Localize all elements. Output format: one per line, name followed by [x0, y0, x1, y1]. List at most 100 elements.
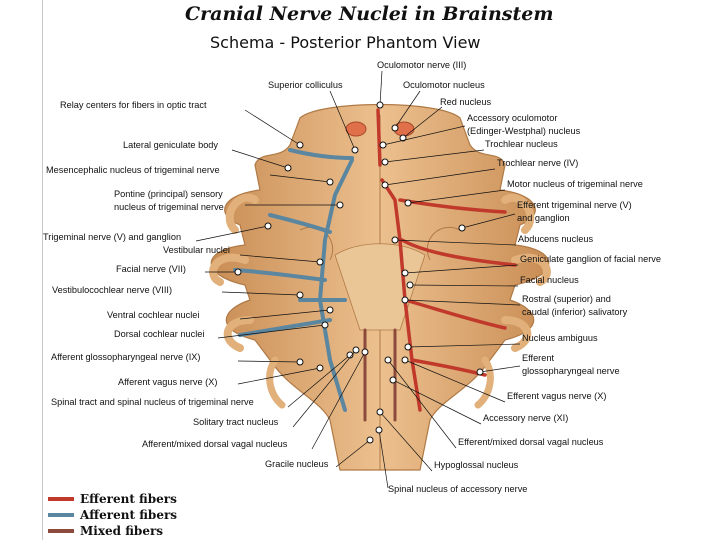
leader-dot [404, 199, 412, 207]
legend-label-mixed: Mixed fibers [80, 524, 164, 538]
label-salivatory-2: caudal (inferior) salivatory [522, 307, 628, 317]
label-afferent-vagus: Afferent vagus nerve (X) [118, 377, 217, 387]
legend-item-afferent: Afferent fibers [48, 507, 177, 523]
label-abducens-nucleus: Abducens nucleus [518, 234, 593, 244]
leader-dot [384, 356, 392, 364]
leader-line [394, 239, 517, 246]
label-geniculate-ganglion: Geniculate ganglion of facial nerve [520, 254, 661, 264]
label-superior-colliculus: Superior colliculus [268, 80, 343, 90]
leader-line [407, 343, 521, 348]
leader-dot [406, 281, 414, 289]
label-motor-trigeminal: Motor nucleus of trigeminal nerve [507, 179, 643, 189]
leader-dot [264, 222, 272, 230]
label-spinal-accessory-nucleus: Spinal nucleus of accessory nerve [388, 484, 527, 494]
leader-line [292, 349, 357, 428]
label-efferent-glossopharyngeal-2: glossopharyngeal nerve [522, 366, 620, 376]
leader-dot [458, 224, 466, 232]
legend-swatch-afferent [48, 513, 74, 517]
label-solitary-tract: Solitary tract nucleus [193, 417, 279, 427]
legend-label-efferent: Efferent fibers [80, 492, 177, 506]
leader-line [237, 367, 321, 385]
legend-item-mixed: Mixed fibers [48, 523, 177, 539]
label-facial-nucleus: Facial nucleus [520, 275, 579, 285]
leader-dot [316, 364, 324, 372]
leader-dot [326, 306, 334, 314]
nerve-trunks [209, 193, 551, 409]
leader-dot [326, 178, 334, 186]
label-spinal-tract-trigeminal: Spinal tract and spinal nucleus of trige… [51, 397, 254, 407]
label-pontine-sensory-2: nucleus of trigeminal nerve [114, 202, 224, 212]
label-efferent-trigeminal-1: Efferent trigeminal nerve (V) [517, 200, 632, 210]
leader-line [239, 254, 321, 263]
labels-left: Superior colliculus Relay centers for fi… [43, 80, 343, 469]
leader-line [269, 174, 331, 183]
leader-dot [346, 351, 354, 359]
label-afferent-dorsal-vagal: Afferent/mixed dorsal vagal nucleus [142, 439, 288, 449]
leader-dot [376, 101, 384, 109]
leader-dot [381, 181, 389, 189]
label-facial-nerve: Facial nerve (VII) [116, 264, 186, 274]
leader-line [239, 309, 331, 320]
leader-line [378, 429, 389, 489]
leader-line [221, 291, 301, 296]
label-trochlear-nucleus: Trochlear nucleus [485, 139, 558, 149]
leader-line [407, 189, 506, 204]
leader-line [404, 264, 519, 274]
leader-line [329, 90, 356, 151]
leader-dot [399, 134, 407, 142]
leader-line [287, 354, 351, 408]
leader-line [217, 324, 326, 339]
leader-dot [296, 291, 304, 299]
label-vestibulocochlear: Vestibulocochlear nerve (VIII) [52, 285, 172, 295]
label-gracile-nucleus: Gracile nucleus [265, 459, 329, 469]
legend-swatch-efferent [48, 497, 74, 501]
leader-line [404, 299, 521, 306]
leader-dot [351, 146, 359, 154]
leader-dot [401, 296, 409, 304]
label-red-nucleus: Red nucleus [440, 97, 491, 107]
label-salivatory-1: Rostral (superior) and [522, 294, 611, 304]
leader-dot [391, 124, 399, 132]
label-efferent-dorsal-vagal: Efferent/mixed dorsal vagal nucleus [458, 437, 604, 447]
leader-dot [321, 321, 329, 329]
leader-line [394, 90, 421, 129]
label-efferent-glossopharyngeal-1: Efferent [522, 353, 554, 363]
legend-swatch-mixed [48, 529, 74, 533]
leader-dot [366, 436, 374, 444]
leader-dot [234, 268, 242, 276]
leader-lines [195, 70, 521, 489]
leader-line [231, 149, 289, 169]
label-accessory-nerve: Accessory nerve (XI) [483, 413, 568, 423]
leader-line [195, 225, 269, 242]
leader-dot [379, 141, 387, 149]
left-margin-rule [42, 0, 43, 540]
label-trochlear-nerve: Trochlear nerve (IV) [497, 158, 578, 168]
legend: Efferent fibers Afferent fibers Mixed fi… [48, 491, 177, 539]
page-title: Cranial Nerve Nuclei in Brainstem [185, 3, 554, 25]
label-dorsal-cochlear: Dorsal cochlear nuclei [114, 329, 204, 339]
leader-dot [296, 141, 304, 149]
leader-dot [404, 343, 412, 351]
leader-line [379, 411, 433, 472]
label-trigeminal-ganglion: Trigeminal nerve (V) and ganglion [43, 232, 181, 242]
label-pontine-sensory-1: Pontine (principal) sensory [114, 189, 223, 199]
labels-right: Oculomotor nerve (III) Oculomotor nucleu… [377, 60, 661, 494]
leader-dot [336, 201, 344, 209]
label-lateral-geniculate: Lateral geniculate body [123, 140, 218, 150]
leader-dot [376, 408, 384, 416]
label-ventral-cochlear: Ventral cochlear nuclei [107, 310, 199, 320]
label-accessory-oculomotor-1: Accessory oculomotor [467, 113, 557, 123]
leader-line [387, 359, 457, 449]
label-nucleus-ambiguus: Nucleus ambiguus [522, 333, 598, 343]
leader-line [402, 106, 443, 139]
afferent-fibers [233, 148, 354, 412]
mixed-fibers [363, 328, 397, 422]
leader-dot [316, 258, 324, 266]
leader-dot [391, 236, 399, 244]
leader-dot [401, 269, 409, 277]
leader-line [461, 213, 516, 229]
label-relay-centers: Relay centers for fibers in optic tract [60, 100, 207, 110]
leader-dot [375, 426, 383, 434]
legend-item-efferent: Efferent fibers [48, 491, 177, 507]
